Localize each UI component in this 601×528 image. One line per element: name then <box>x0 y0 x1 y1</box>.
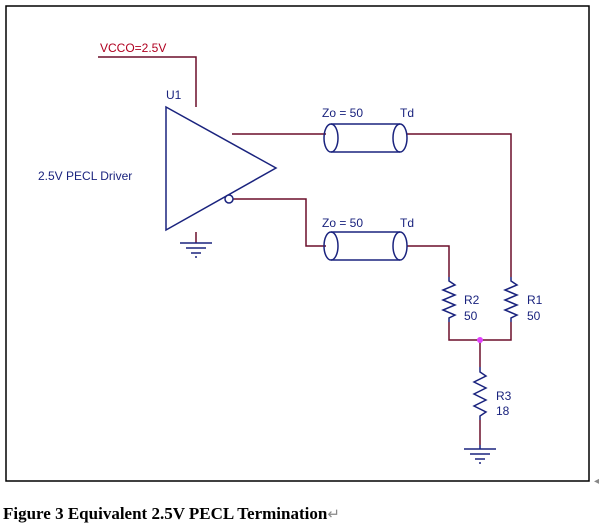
top-line-to-r1-wire <box>407 133 512 277</box>
driver-ref-label: U1 <box>166 88 182 102</box>
r3-value-label: 18 <box>496 404 510 418</box>
bottom-output-wire <box>233 198 326 247</box>
resistor-r2 <box>441 277 457 322</box>
figure-caption-text: Figure 3 Equivalent 2.5V PECL Terminatio… <box>3 504 328 523</box>
driver-triangle <box>165 105 278 232</box>
paragraph-mark-icon: ↵ <box>327 507 340 523</box>
r2-ref-label: R2 <box>464 293 480 307</box>
r1-ref-label: R1 <box>527 293 543 307</box>
junction-node <box>477 337 483 343</box>
transmission-line-2 <box>323 231 408 261</box>
driver-ground-icon <box>180 242 212 258</box>
wires <box>98 56 512 445</box>
r2-value-label: 50 <box>464 309 478 323</box>
supply-label: VCCO=2.5V <box>100 41 166 55</box>
r1-value-label: 50 <box>527 309 541 323</box>
tline-2-impedance-label: Zo = 50 <box>322 216 363 230</box>
inverting-output-bubble <box>224 194 234 204</box>
side-marker-icon: ◂ <box>594 476 600 487</box>
tline-1-impedance-label: Zo = 50 <box>322 106 363 120</box>
resistor-r3 <box>472 367 488 420</box>
r3-ground-icon <box>464 448 496 464</box>
transmission-line-1 <box>323 123 408 153</box>
r3-ref-label: R3 <box>496 389 512 403</box>
tline-2-delay-label: Td <box>400 216 414 230</box>
tline-1-delay-label: Td <box>400 106 414 120</box>
figure-border <box>5 5 590 482</box>
driver-name-label: 2.5V PECL Driver <box>38 169 132 183</box>
supply-wire <box>98 56 197 107</box>
resistor-r1 <box>503 277 519 322</box>
bottom-line-to-r2-wire <box>407 245 450 277</box>
figure-caption: Figure 3 Equivalent 2.5V PECL Terminatio… <box>3 504 340 524</box>
